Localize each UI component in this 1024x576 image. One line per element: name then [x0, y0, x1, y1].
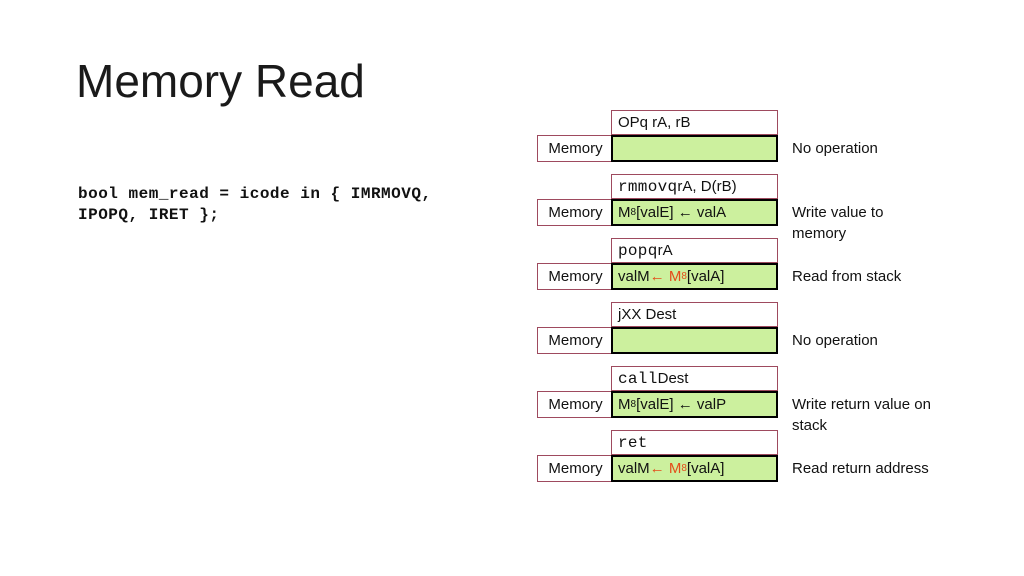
text-segment: Dest — [657, 370, 689, 387]
text-segment: M — [618, 396, 631, 413]
text-segment: rmmovq — [618, 177, 678, 196]
text-segment: OPq rA, rB — [618, 114, 691, 131]
stage-description: No operation — [792, 332, 878, 349]
text-segment: ret — [618, 433, 648, 452]
memory-stage-label: Memory — [537, 199, 614, 226]
text-segment: M — [618, 204, 631, 221]
text-segment: [valE] ← valP — [636, 396, 727, 413]
stage-description: Read return address — [792, 460, 929, 477]
instruction-header-box: rmmovq rA, D(rB) — [611, 174, 778, 199]
memory-stage-label: Memory — [537, 135, 614, 162]
instruction-header-box: call Dest — [611, 366, 778, 391]
text-segment: rA, D(rB) — [677, 178, 737, 195]
text-segment: 8 — [681, 463, 687, 474]
stage-description: Write value to memory — [792, 204, 884, 242]
text-segment: ← M — [649, 460, 682, 477]
pseudocode: bool mem_read = icode in { IMRMOVQ, IPOP… — [78, 185, 432, 224]
memory-stage-label: Memory — [537, 263, 614, 290]
text-segment: jXX Dest — [618, 306, 677, 323]
text-segment: call — [618, 369, 658, 388]
slide-title: Memory Read — [76, 55, 365, 107]
memory-action-box — [611, 327, 778, 354]
text-segment: valM — [618, 460, 650, 477]
instruction-header-box: popq rA — [611, 238, 778, 263]
memory-stage-label: Memory — [537, 455, 614, 482]
text-segment: [valE] ← valA — [636, 204, 727, 221]
instruction-header-box: OPq rA, rB — [611, 110, 778, 135]
text-segment: [valA] — [686, 460, 725, 477]
memory-stage-label: Memory — [537, 327, 614, 354]
memory-action-box — [611, 135, 778, 162]
text-segment: 8 — [630, 207, 637, 218]
text-segment: [valA] — [686, 268, 725, 285]
text-segment: 8 — [681, 271, 687, 282]
memory-stage-label: Memory — [537, 391, 614, 418]
text-segment: rA — [657, 242, 673, 259]
text-segment: valM — [618, 268, 650, 285]
instruction-header-box: ret — [611, 430, 778, 455]
stage-description: No operation — [792, 140, 878, 157]
text-segment: 8 — [630, 399, 637, 410]
instruction-header-box: jXX Dest — [611, 302, 778, 327]
text-segment: popq — [618, 241, 658, 260]
stage-description: Write return value on stack — [792, 396, 931, 434]
text-segment: ← M — [649, 268, 682, 285]
stage-description: Read from stack — [792, 268, 902, 285]
